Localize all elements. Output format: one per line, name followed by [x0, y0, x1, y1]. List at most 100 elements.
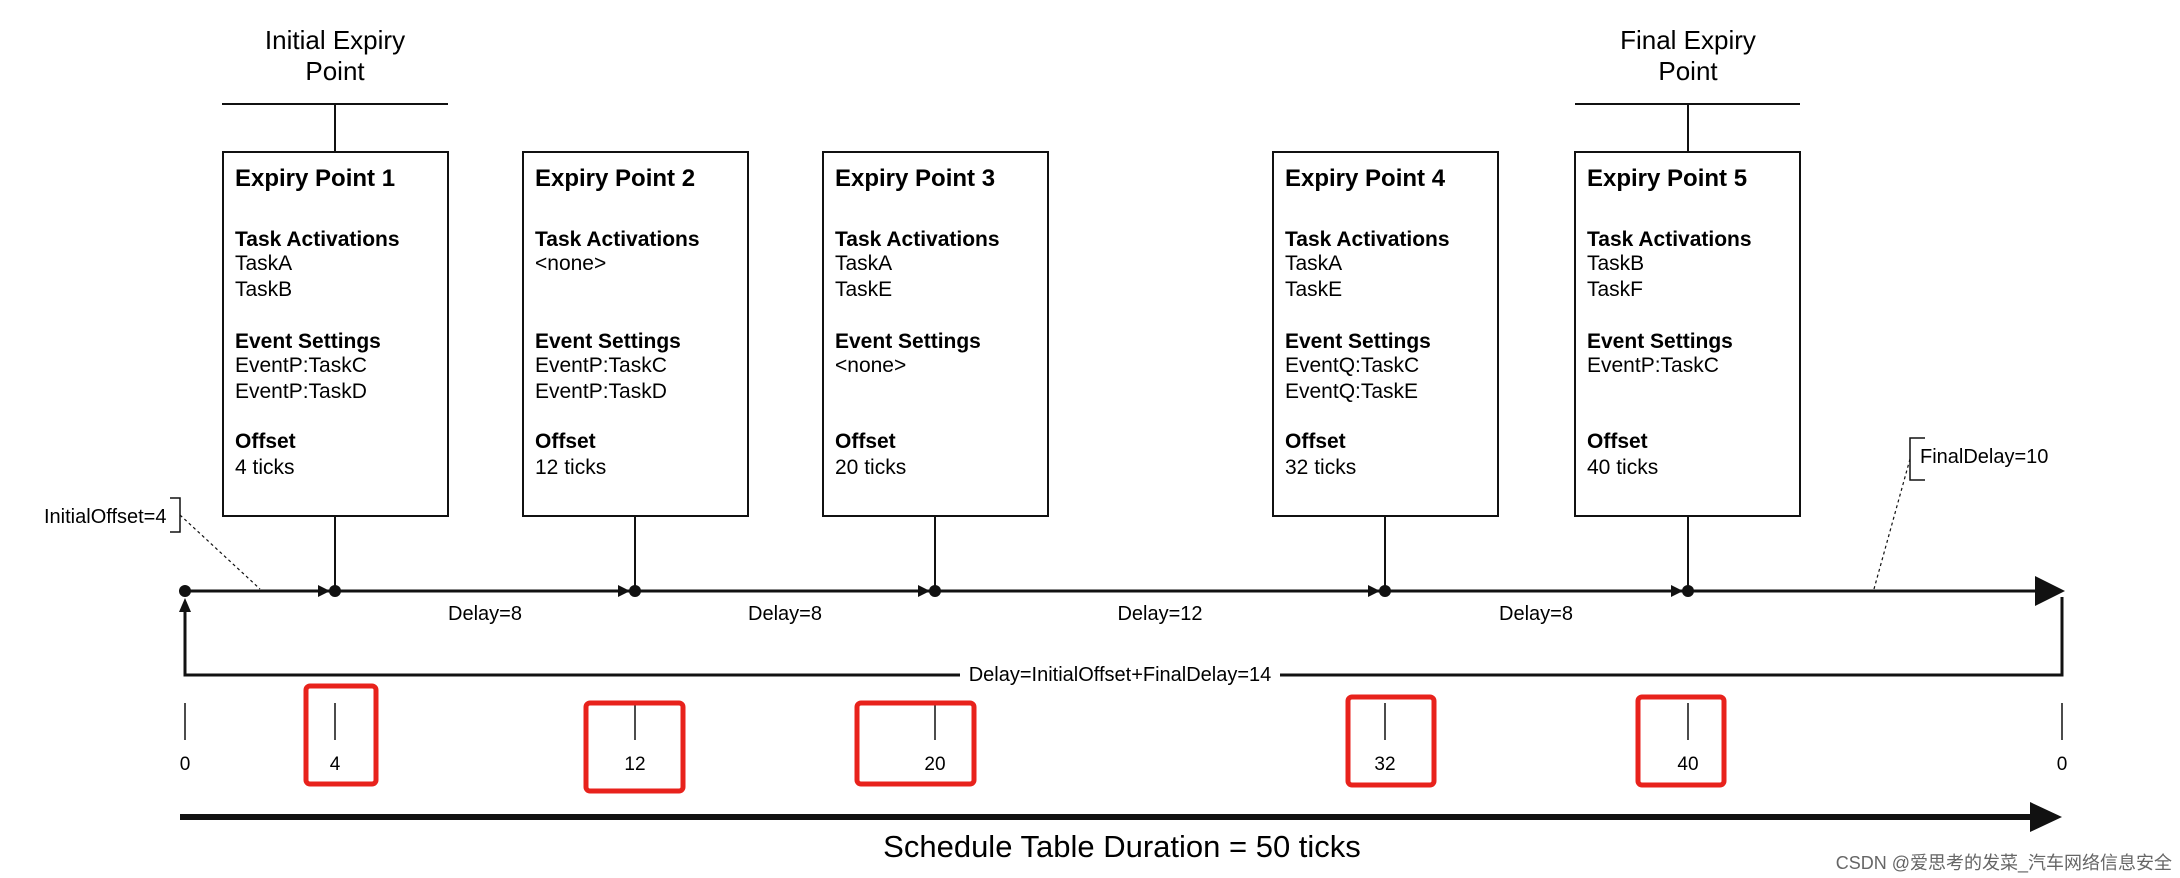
event-settings-heading: Event Settings: [1285, 330, 1431, 353]
tick-label: 4: [330, 754, 341, 775]
timeline-point-dot: [929, 585, 941, 597]
duration-arrow-head: [2030, 802, 2062, 832]
tick-highlight-box: [583, 700, 686, 794]
timeline-point-dot: [629, 585, 641, 597]
task-item: TaskE: [1285, 278, 1342, 301]
delay-label: Delay=8: [448, 603, 522, 625]
timeline-start-dot: [179, 585, 191, 597]
initial-header-line2: Point: [305, 56, 365, 86]
task-item: TaskE: [835, 278, 892, 301]
expiry-title: Expiry Point 1: [235, 165, 395, 192]
watermark-text: CSDN @爱思考的发菜_汽车网络信息安全: [1836, 853, 2172, 874]
tick-highlight-box: [1345, 694, 1437, 788]
event-settings-heading: Event Settings: [1587, 330, 1733, 353]
offset-value: 40 ticks: [1587, 456, 1658, 479]
expiry-point-1: Expiry Point 1 Task Activations TaskA Ta…: [222, 151, 449, 591]
task-item: TaskA: [1285, 252, 1342, 275]
delay-label: Delay=8: [1499, 603, 1573, 625]
tick-label-end: 0: [2057, 754, 2068, 775]
loop-back-arrow: Delay=InitialOffset+FinalDelay=14: [179, 597, 2064, 688]
task-item: TaskB: [235, 278, 292, 301]
tick-label-start: 0: [180, 754, 191, 775]
initial-offset-bracket: [170, 497, 181, 533]
segment-arrow: [1368, 585, 1380, 597]
event-item: EventP:TaskD: [535, 380, 667, 403]
delay-label: Delay=8: [748, 603, 822, 625]
task-item: TaskB: [1587, 252, 1644, 275]
task-item: TaskA: [835, 252, 892, 275]
offset-heading: Offset: [1587, 430, 1648, 453]
task-activations-heading: Task Activations: [235, 228, 400, 251]
expiry-title: Expiry Point 5: [1587, 165, 1747, 192]
tick-label: 40: [1677, 754, 1698, 775]
timeline: [179, 576, 2065, 606]
segment-arrow: [1671, 585, 1683, 597]
event-settings-heading: Event Settings: [235, 330, 381, 353]
segment-arrow: [918, 585, 930, 597]
offset-heading: Offset: [535, 430, 596, 453]
initial-offset-label: InitialOffset=4: [44, 506, 166, 528]
offset-heading: Offset: [1285, 430, 1346, 453]
expiry-box: [822, 151, 1049, 517]
expiry-point-4: Expiry Point 4 Task Activations TaskA Ta…: [1272, 151, 1499, 591]
segment-arrow: [618, 585, 630, 597]
event-item: EventP:TaskD: [235, 380, 367, 403]
task-activations-heading: Task Activations: [835, 228, 1000, 251]
expiry-point-3: Expiry Point 3 Task Activations TaskA Ta…: [822, 151, 1049, 591]
tick-label: 32: [1374, 754, 1395, 775]
tick-label: 12: [624, 754, 645, 775]
final-delay-leader: [1873, 458, 1911, 590]
expiry-title: Expiry Point 4: [1285, 165, 1446, 192]
expiry-title: Expiry Point 3: [835, 165, 995, 192]
task-item: TaskA: [235, 252, 292, 275]
loop-delay-label: Delay=InitialOffset+FinalDelay=14: [969, 664, 1272, 686]
loop-label-bg: [960, 660, 1280, 688]
offset-value: 20 ticks: [835, 456, 906, 479]
offset-heading: Offset: [835, 430, 896, 453]
tick-highlight-box: [1635, 694, 1727, 788]
final-header-line1: Final Expiry: [1620, 25, 1756, 55]
event-settings-heading: Event Settings: [535, 330, 681, 353]
expiry-point-5: Expiry Point 5 Task Activations TaskB Ta…: [1574, 151, 1801, 591]
task-item: TaskF: [1587, 278, 1643, 301]
final-delay-label: FinalDelay=10: [1920, 446, 2048, 468]
event-settings-heading: Event Settings: [835, 330, 981, 353]
task-activations-heading: Task Activations: [1285, 228, 1450, 251]
event-item: EventP:TaskC: [235, 354, 367, 377]
expiry-point-2: Expiry Point 2 Task Activations <none> E…: [522, 151, 749, 591]
event-item: EventP:TaskC: [1587, 354, 1719, 377]
event-item: <none>: [835, 354, 906, 377]
event-item: EventQ:TaskE: [1285, 380, 1418, 403]
expiry-box: [222, 151, 449, 517]
duration-label: Schedule Table Duration = 50 ticks: [883, 829, 1361, 864]
final-expiry-header: Final Expiry Point: [1575, 25, 1800, 152]
initial-offset-leader: [179, 514, 261, 590]
tick-highlight-box: [303, 683, 379, 787]
final-delay-callout: FinalDelay=10: [1873, 437, 2048, 590]
tick-scale: 0 4 12 20 32 40 0: [180, 683, 2068, 794]
expiry-title: Expiry Point 2: [535, 165, 695, 192]
event-item: EventQ:TaskC: [1285, 354, 1419, 377]
final-header-line2: Point: [1658, 56, 1718, 86]
timeline-point-dot: [1682, 585, 1694, 597]
event-item: EventP:TaskC: [535, 354, 667, 377]
task-item: <none>: [535, 252, 606, 275]
offset-value: 12 ticks: [535, 456, 606, 479]
offset-heading: Offset: [235, 430, 296, 453]
delay-label: Delay=12: [1117, 603, 1202, 625]
expiry-box: [1574, 151, 1801, 517]
initial-header-line1: Initial Expiry: [265, 25, 405, 55]
tick-highlight-box: [854, 700, 977, 787]
loop-arrow-head: [179, 598, 191, 612]
task-activations-heading: Task Activations: [1587, 228, 1752, 251]
task-activations-heading: Task Activations: [535, 228, 700, 251]
timeline-point-dot: [329, 585, 341, 597]
timeline-point-dot: [1379, 585, 1391, 597]
initial-expiry-header: Initial Expiry Point: [222, 25, 448, 152]
expiry-box: [1272, 151, 1499, 517]
initial-offset-callout: InitialOffset=4: [44, 497, 261, 590]
duration-arrow: Schedule Table Duration = 50 ticks: [180, 802, 2062, 864]
offset-value: 32 ticks: [1285, 456, 1356, 479]
segment-arrow: [318, 585, 330, 597]
